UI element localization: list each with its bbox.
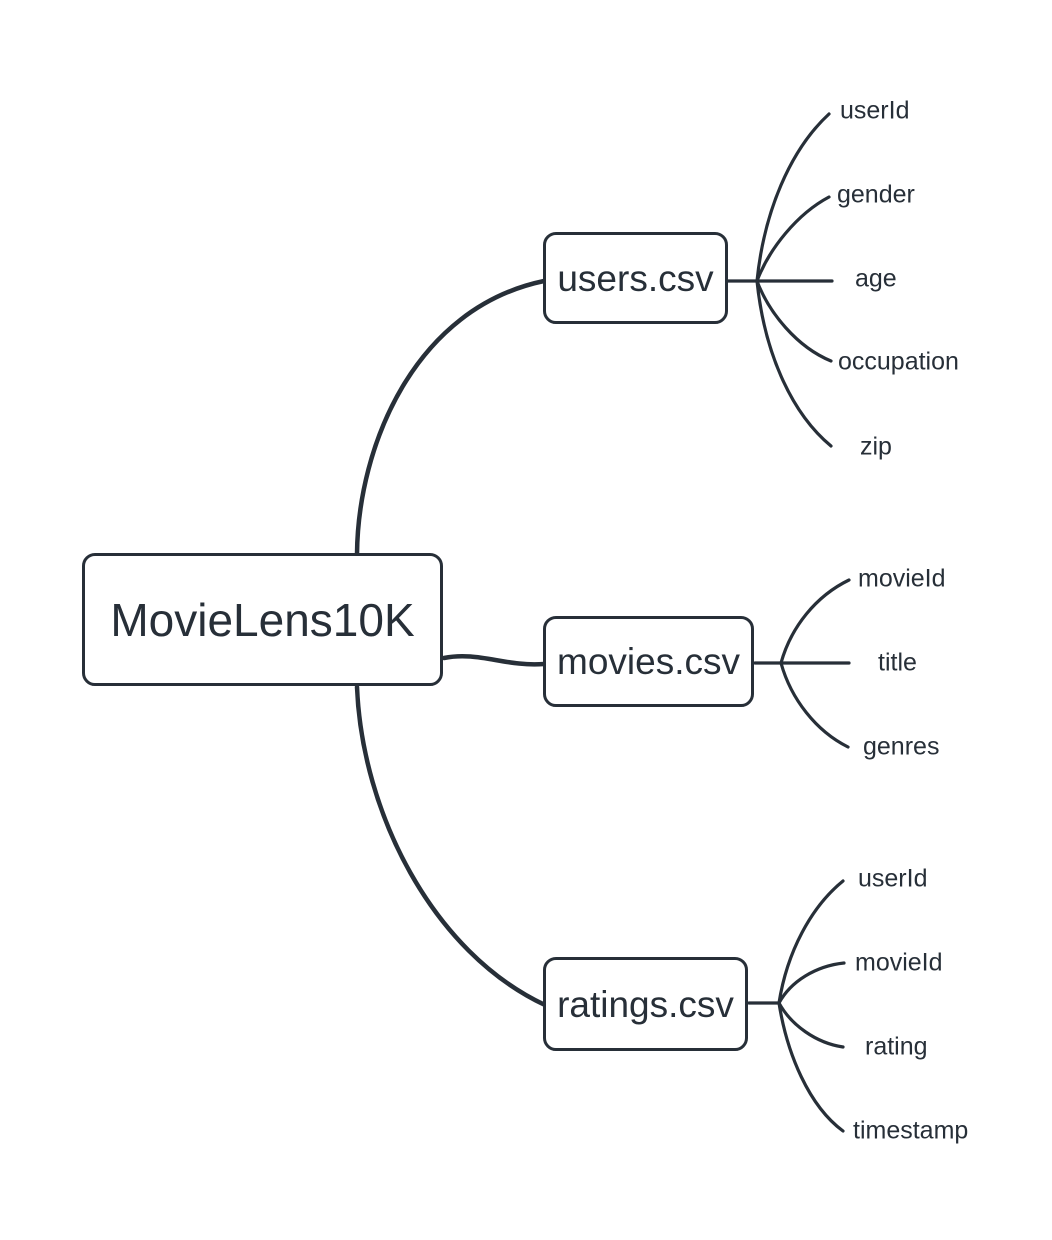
leaf-movies-title: title xyxy=(878,648,917,677)
edge-users-userid xyxy=(755,112,831,283)
edge-ratings-userid xyxy=(777,879,845,1005)
edge-movies-genres xyxy=(779,661,850,749)
edge-users-gender xyxy=(755,195,831,283)
node-users-csv: users.csv xyxy=(543,232,728,324)
leaf-movies-movieid: movieId xyxy=(858,564,946,593)
edge-root-movies xyxy=(441,653,547,667)
leaf-movies-genres: genres xyxy=(863,732,940,761)
node-movies-csv: movies.csv xyxy=(543,616,754,707)
leaf-users-gender: gender xyxy=(837,180,915,209)
edge-ratings-rating xyxy=(777,1001,845,1049)
leaf-users-occupation: occupation xyxy=(838,347,959,376)
leaf-ratings-movieid: movieId xyxy=(855,948,943,977)
leaf-users-zip: zip xyxy=(860,432,892,461)
leaf-users-age: age xyxy=(855,264,897,293)
edge-root-ratings xyxy=(354,684,548,1008)
edge-users-zip xyxy=(755,279,833,448)
leaf-users-userid: userId xyxy=(840,96,910,125)
leaf-ratings-userid: userId xyxy=(858,864,928,893)
edge-ratings-timestamp xyxy=(777,1001,845,1133)
edge-ratings-movieid xyxy=(777,961,846,1005)
node-ratings-csv-label: ratings.csv xyxy=(557,983,734,1025)
edge-movies-movieid xyxy=(779,578,851,665)
leaf-ratings-rating: rating xyxy=(865,1032,928,1061)
node-movies-csv-label: movies.csv xyxy=(557,641,740,682)
node-movielens10k-label: MovieLens10K xyxy=(110,593,415,646)
edge-users-occupation xyxy=(755,279,833,363)
edge-root-users xyxy=(354,278,547,557)
node-users-csv-label: users.csv xyxy=(557,257,714,299)
node-movielens10k: MovieLens10K xyxy=(82,553,443,686)
node-ratings-csv: ratings.csv xyxy=(543,957,748,1051)
leaf-ratings-timestamp: timestamp xyxy=(853,1116,969,1145)
